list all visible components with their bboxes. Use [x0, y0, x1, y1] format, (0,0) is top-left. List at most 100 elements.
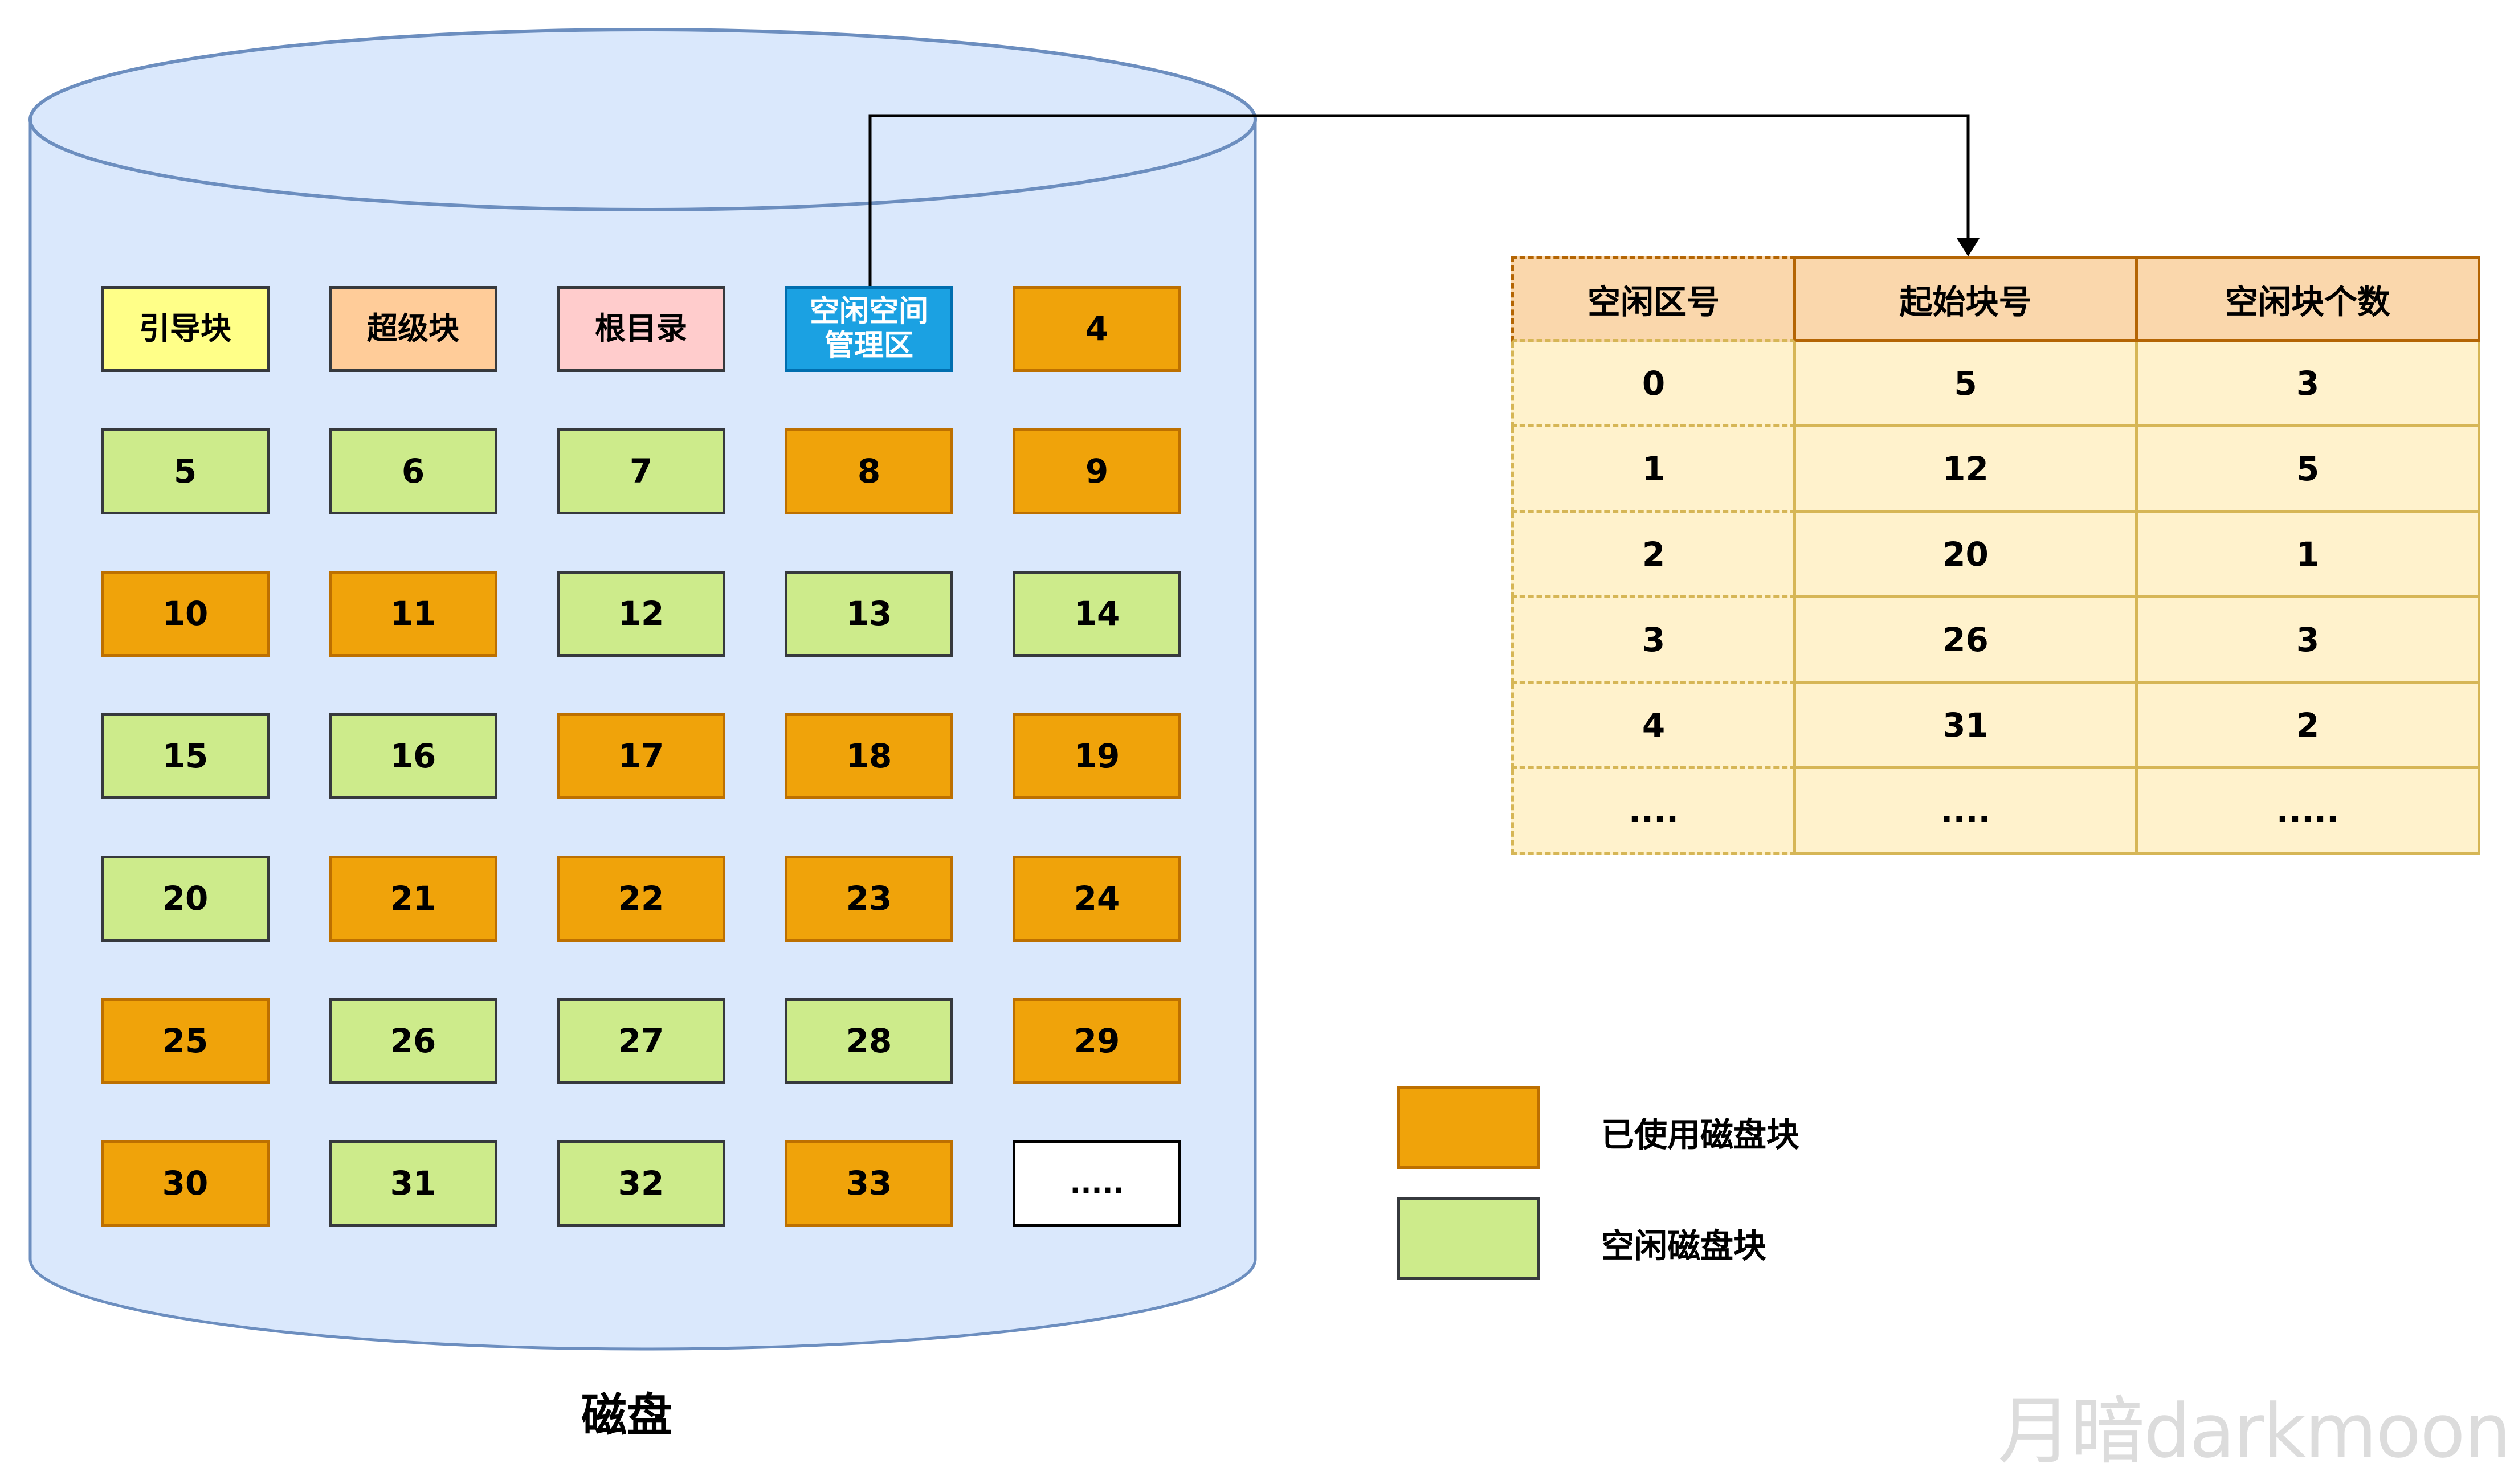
- disk-block-free: 28: [785, 998, 953, 1084]
- table-cell: 0: [1511, 342, 1796, 427]
- disk-block-label: 20: [162, 879, 209, 918]
- disk-block-used: 19: [1013, 713, 1181, 799]
- disk-block-free: 14: [1013, 571, 1181, 657]
- table-row: 2 20 1: [1511, 513, 2480, 598]
- disk-block-used: 30: [101, 1140, 270, 1227]
- disk-block-free: 15: [101, 713, 270, 799]
- disk-block-used: 17: [557, 713, 725, 799]
- disk-block-label: 根目录: [595, 310, 687, 347]
- disk-block-label: 12: [618, 594, 664, 633]
- disk-block-free: 13: [785, 571, 953, 657]
- disk-block-label-line: 空闲空间: [809, 294, 928, 329]
- watermark: 月暗darkmoon: [1997, 1388, 2510, 1474]
- table-cell: 26: [1796, 598, 2138, 684]
- disk-block-used: 24: [1013, 856, 1181, 942]
- disk-block-label: 29: [1074, 1021, 1120, 1061]
- table-cell: 5: [1796, 342, 2138, 427]
- disk-block-label: 10: [162, 594, 209, 633]
- disk-block-label: 空闲空间管理区: [810, 295, 928, 363]
- table-cell: 3: [2138, 342, 2480, 427]
- table-cell: 3: [2138, 598, 2480, 684]
- disk-block-label: 33: [846, 1164, 892, 1203]
- free-space-table: 空闲区号 起始块号 空闲块个数 0 5 3 1 12 5 2 20 1 3 26…: [1511, 256, 2480, 855]
- disk-block-label: 16: [390, 737, 436, 776]
- table-cell: 1: [2138, 513, 2480, 598]
- table-row: 0 5 3: [1511, 342, 2480, 427]
- disk-block-free: 6: [329, 428, 497, 514]
- disk-block-label: 引导块: [139, 310, 231, 347]
- disk-block-label: 27: [618, 1021, 664, 1061]
- legend-label-free: 空闲磁盘块: [1601, 1227, 1767, 1265]
- arrowhead-icon: [1957, 238, 1980, 256]
- disk-block-used: 29: [1013, 998, 1181, 1084]
- disk-block-label: .....: [1070, 1166, 1124, 1200]
- table-cell: ....: [1796, 769, 2138, 855]
- table-header-cell: 起始块号: [1796, 256, 2138, 342]
- table-cell: 20: [1796, 513, 2138, 598]
- table-cell: 3: [1511, 598, 1796, 684]
- disk-label: 磁盘: [581, 1389, 672, 1442]
- disk-block-label: 9: [1085, 452, 1109, 491]
- disk-block-label: 19: [1074, 737, 1120, 776]
- disk-block-label: 24: [1074, 879, 1120, 918]
- disk-block-label: 23: [846, 879, 892, 918]
- disk-block-label: 31: [390, 1164, 436, 1203]
- disk-block-label: 25: [162, 1021, 209, 1061]
- disk-block-label: 32: [618, 1164, 664, 1203]
- table-cell: ....: [1511, 769, 1796, 855]
- connector-line: [868, 114, 1970, 286]
- disk-block-more: .....: [1013, 1140, 1181, 1227]
- disk-block-free: 32: [557, 1140, 725, 1227]
- table-header-row: 空闲区号 起始块号 空闲块个数: [1511, 256, 2480, 342]
- disk-block-label: 14: [1074, 594, 1120, 633]
- disk-block-used: 25: [101, 998, 270, 1084]
- disk-block-label: 28: [846, 1021, 892, 1061]
- table-row: 3 26 3: [1511, 598, 2480, 684]
- table-row: 4 31 2: [1511, 684, 2480, 769]
- disk-block-free: 31: [329, 1140, 497, 1227]
- disk-block-label: 5: [173, 452, 197, 491]
- disk-block-root: 根目录: [557, 286, 725, 372]
- disk-block-label: 15: [162, 737, 209, 776]
- disk-block-label: 4: [1085, 309, 1109, 349]
- disk-block-used: 10: [101, 571, 270, 657]
- disk-block-label: 6: [401, 452, 425, 491]
- disk-block-used: 22: [557, 856, 725, 942]
- disk-block-label: 26: [390, 1021, 436, 1061]
- table-header-cell: 空闲块个数: [2138, 256, 2480, 342]
- disk-block-used: 23: [785, 856, 953, 942]
- disk-block-label: 17: [618, 737, 664, 776]
- disk-block-label: 11: [390, 594, 436, 633]
- disk-block-label: 30: [162, 1164, 209, 1203]
- table-row: .... .... .....: [1511, 769, 2480, 855]
- disk-block-used: 9: [1013, 428, 1181, 514]
- legend-swatch-used: [1397, 1086, 1540, 1169]
- disk-block-label: 超级块: [367, 310, 459, 347]
- table-cell: 31: [1796, 684, 2138, 769]
- disk-block-used: 11: [329, 571, 497, 657]
- disk-block-free: 16: [329, 713, 497, 799]
- disk-block-fsm: 空闲空间管理区: [785, 286, 953, 372]
- legend-label-used: 已使用磁盘块: [1601, 1115, 1800, 1154]
- table-cell: .....: [2138, 769, 2480, 855]
- disk-block-used: 21: [329, 856, 497, 942]
- table-cell: 2: [1511, 513, 1796, 598]
- disk-block-label: 18: [846, 737, 892, 776]
- disk-block-label: 21: [390, 879, 436, 918]
- table-cell: 1: [1511, 427, 1796, 513]
- disk-block-used: 8: [785, 428, 953, 514]
- disk-block-label: 13: [846, 594, 892, 633]
- disk-cylinder-top: [28, 28, 1257, 211]
- disk-block-super: 超级块: [329, 286, 497, 372]
- table-cell: 4: [1511, 684, 1796, 769]
- disk-block-free: 26: [329, 998, 497, 1084]
- disk-block-free: 7: [557, 428, 725, 514]
- disk-block-label-line: 管理区: [824, 328, 913, 363]
- disk-block-free: 20: [101, 856, 270, 942]
- table-cell: 12: [1796, 427, 2138, 513]
- disk-block-label: 8: [857, 452, 881, 491]
- table-row: 1 12 5: [1511, 427, 2480, 513]
- disk-block-free: 5: [101, 428, 270, 514]
- legend-swatch-free: [1397, 1197, 1540, 1280]
- table-header-cell: 空闲区号: [1511, 256, 1796, 342]
